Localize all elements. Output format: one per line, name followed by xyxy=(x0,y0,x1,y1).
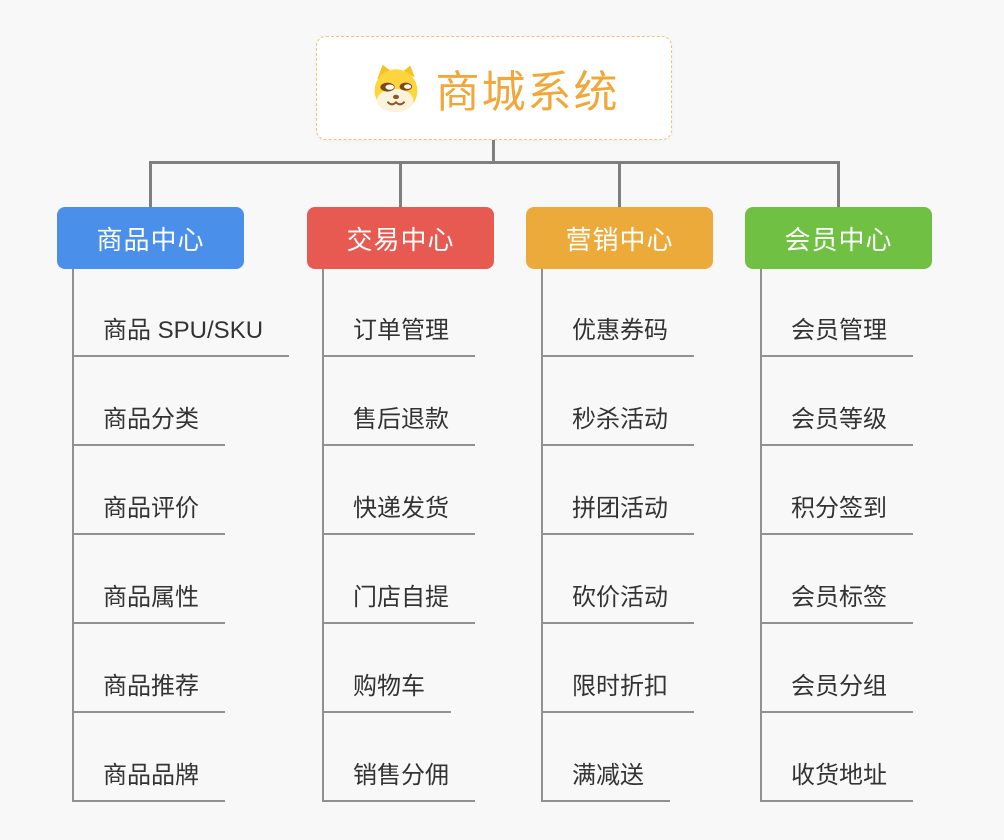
connector-bus xyxy=(149,161,839,164)
child-node[interactable]: 优惠券码 xyxy=(541,315,694,357)
branch-header-trade-center[interactable]: 交易中心 xyxy=(307,207,494,269)
child-node[interactable]: 商品分类 xyxy=(72,404,225,446)
branch-header-member-center[interactable]: 会员中心 xyxy=(745,207,932,269)
child-node[interactable]: 销售分佣 xyxy=(322,760,475,802)
child-node[interactable]: 商品推荐 xyxy=(72,671,225,713)
connector-drop-1 xyxy=(149,161,152,209)
branch-trunk-line xyxy=(541,269,543,802)
branch-trunk-line xyxy=(72,269,74,802)
child-node[interactable]: 快递发货 xyxy=(322,493,475,535)
child-node[interactable]: 会员等级 xyxy=(760,404,913,446)
child-node[interactable]: 秒杀活动 xyxy=(541,404,694,446)
child-node[interactable]: 会员管理 xyxy=(760,315,913,357)
child-node[interactable]: 商品属性 xyxy=(72,582,225,624)
child-node[interactable]: 限时折扣 xyxy=(541,671,694,713)
child-node[interactable]: 会员分组 xyxy=(760,671,913,713)
child-node[interactable]: 商品评价 xyxy=(72,493,225,535)
child-node[interactable]: 拼团活动 xyxy=(541,493,694,535)
branch-trunk-line xyxy=(760,269,762,802)
root-title: 商城系统 xyxy=(435,68,620,117)
connector-root-stub xyxy=(492,140,495,162)
branch-header-product-center[interactable]: 商品中心 xyxy=(57,207,244,269)
child-node[interactable]: 满减送 xyxy=(541,760,670,802)
branch-trunk-line xyxy=(322,269,324,802)
child-node[interactable]: 购物车 xyxy=(322,671,451,713)
connector-drop-4 xyxy=(837,161,840,209)
root-node[interactable]: 商城系统 xyxy=(316,36,672,140)
child-node[interactable]: 收货地址 xyxy=(760,760,913,802)
child-node[interactable]: 会员标签 xyxy=(760,582,913,624)
connector-drop-3 xyxy=(618,161,621,209)
child-node[interactable]: 砍价活动 xyxy=(541,582,694,624)
child-node[interactable]: 商品 SPU/SKU xyxy=(72,315,290,357)
child-node[interactable]: 订单管理 xyxy=(322,315,475,357)
connector-drop-2 xyxy=(399,161,402,209)
child-node[interactable]: 商品品牌 xyxy=(72,760,225,802)
child-node[interactable]: 售后退款 xyxy=(322,404,475,446)
child-node[interactable]: 门店自提 xyxy=(322,582,475,624)
dog-face-icon xyxy=(374,64,417,113)
branch-header-marketing-center[interactable]: 营销中心 xyxy=(526,207,713,269)
child-node[interactable]: 积分签到 xyxy=(760,493,913,535)
